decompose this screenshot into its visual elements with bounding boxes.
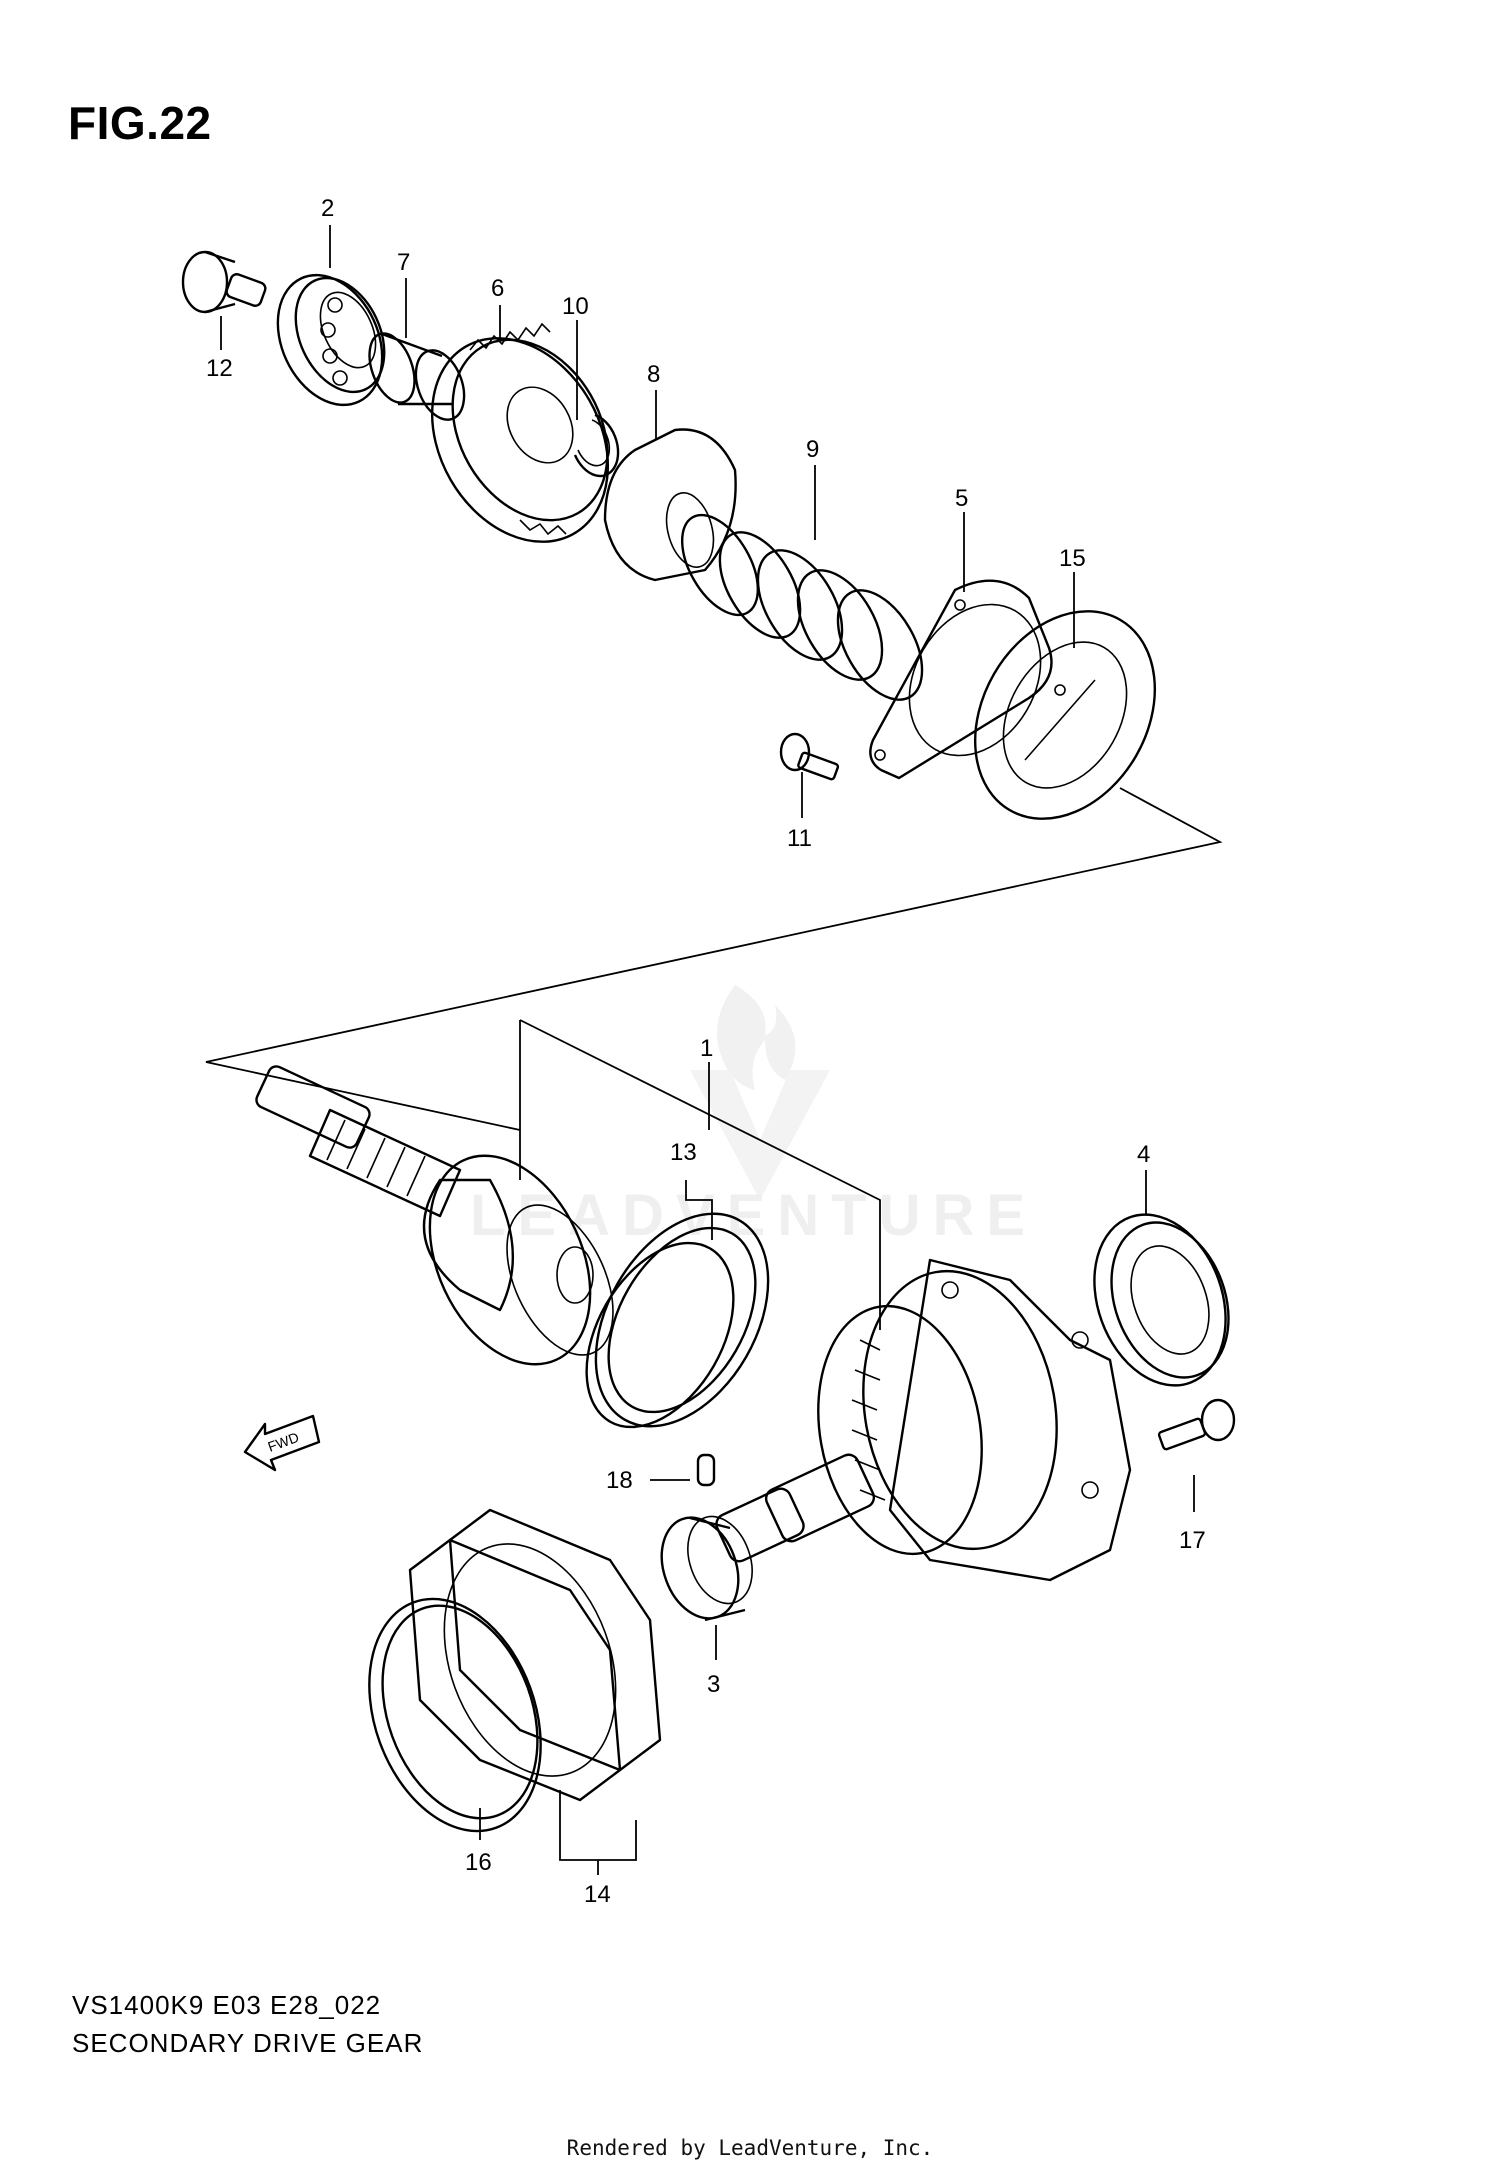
watermark-text: LEADVENTURE (470, 1183, 1037, 1248)
fwd-arrow-icon: FWD (243, 1414, 321, 1472)
callout-2: 2 (321, 195, 334, 222)
callout-8: 8 (647, 361, 660, 388)
part-10-circlip[interactable] (573, 413, 620, 478)
callout-5: 5 (955, 485, 968, 512)
callout-11: 11 (787, 825, 812, 852)
callout-6: 6 (491, 275, 504, 302)
callout-17: 17 (1179, 1527, 1206, 1554)
callout-14: 14 (584, 1881, 611, 1908)
watermark: LEADVENTURE (470, 985, 1037, 1248)
callout-15: 15 (1059, 545, 1086, 572)
part-1-shaft-gear[interactable] (254, 1064, 635, 1390)
part-15-washer[interactable] (939, 579, 1191, 852)
model-code: VS1400K9 E03 E28_022 (72, 1990, 382, 2020)
part-18-dowel-pin[interactable] (696, 1453, 716, 1487)
part-16-o-ring[interactable] (339, 1575, 571, 1855)
callout-4: 4 (1137, 1141, 1150, 1168)
rendered-by-credit: Rendered by LeadVenture, Inc. (566, 2136, 934, 2160)
part-14-cover[interactable] (408, 1508, 662, 1802)
part-13-shim[interactable] (556, 1183, 803, 1456)
part-9-spring[interactable] (667, 502, 940, 714)
part-8-cam-follower[interactable] (603, 428, 737, 582)
watermark-flame-icon (717, 985, 796, 1090)
callout-3: 3 (707, 1671, 720, 1698)
assembly-reference-line (205, 787, 1223, 1131)
callout-13: 13 (670, 1139, 697, 1166)
callout-10: 10 (562, 293, 589, 320)
watermark-v-icon (690, 1070, 830, 1200)
callout-7: 7 (397, 249, 410, 276)
part-11-screw[interactable] (779, 732, 840, 781)
callout-16: 16 (465, 1849, 492, 1876)
part-6-cam-gear[interactable] (397, 306, 644, 573)
part-17-bolt[interactable] (1157, 1398, 1236, 1451)
callout-1: 1 (700, 1035, 713, 1062)
diagram-title: SECONDARY DRIVE GEAR (72, 2028, 424, 2058)
part-5-plate[interactable] (869, 579, 1067, 780)
callout-9: 9 (806, 436, 819, 463)
figure-title: FIG.22 (68, 97, 212, 149)
part-12-bolt[interactable] (181, 250, 267, 314)
callout-18: 18 (606, 1467, 633, 1494)
callouts: 2 7 6 10 8 9 5 15 12 11 1 13 4 17 18 3 (206, 195, 1206, 1908)
callout-12: 12 (206, 355, 233, 382)
part-1-gear-housing[interactable] (713, 1256, 1132, 1582)
part-4-oil-seal[interactable] (1072, 1196, 1249, 1404)
part-2-bearing[interactable] (258, 258, 402, 422)
part-3-needle-bearing[interactable] (648, 1507, 763, 1629)
